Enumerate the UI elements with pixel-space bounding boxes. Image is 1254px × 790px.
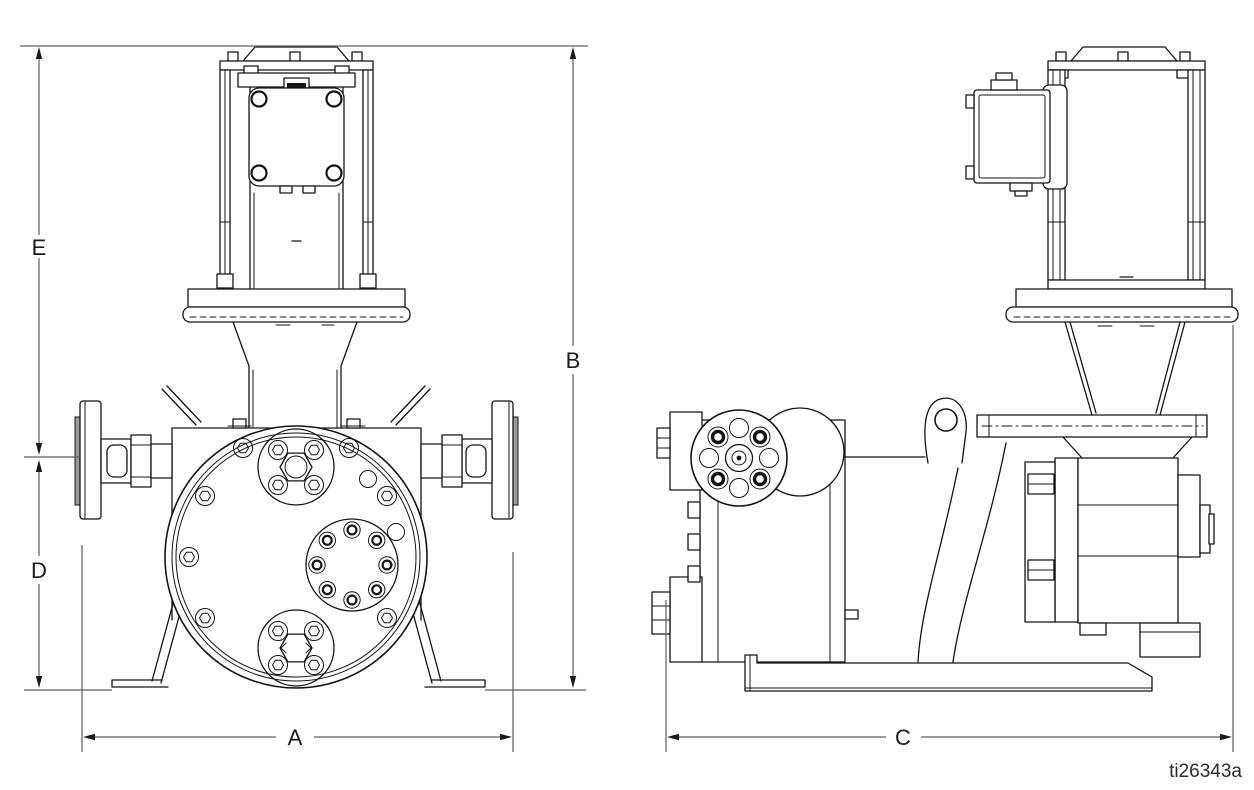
side-junction-box xyxy=(965,72,1068,197)
side-valve-manifold xyxy=(651,407,846,663)
left-flange-gasket xyxy=(74,416,81,506)
front-view-drawing xyxy=(74,46,519,689)
dimension-label-d: D xyxy=(31,558,47,583)
side-mounting-bracket xyxy=(844,397,1007,663)
dimension-label-b: B xyxy=(566,348,581,373)
dimension-label-a: A xyxy=(288,725,303,750)
side-base-plate xyxy=(744,654,1153,692)
dimension-label-e: E xyxy=(32,235,47,260)
dimension-lines: E D B A C xyxy=(20,45,1234,752)
side-view-drawing xyxy=(651,46,1239,692)
dimension-label-c: C xyxy=(895,725,911,750)
front-air-motor xyxy=(182,46,411,323)
side-air-motor xyxy=(1005,46,1239,323)
dim-a-extension-lines xyxy=(81,545,514,752)
right-flange-gasket xyxy=(512,416,519,506)
drawing-id-label: ti26343a xyxy=(1169,761,1242,782)
side-gear-motor xyxy=(976,414,1215,658)
front-pump-housing xyxy=(164,425,428,689)
dim-c-extension-lines xyxy=(665,325,1234,752)
